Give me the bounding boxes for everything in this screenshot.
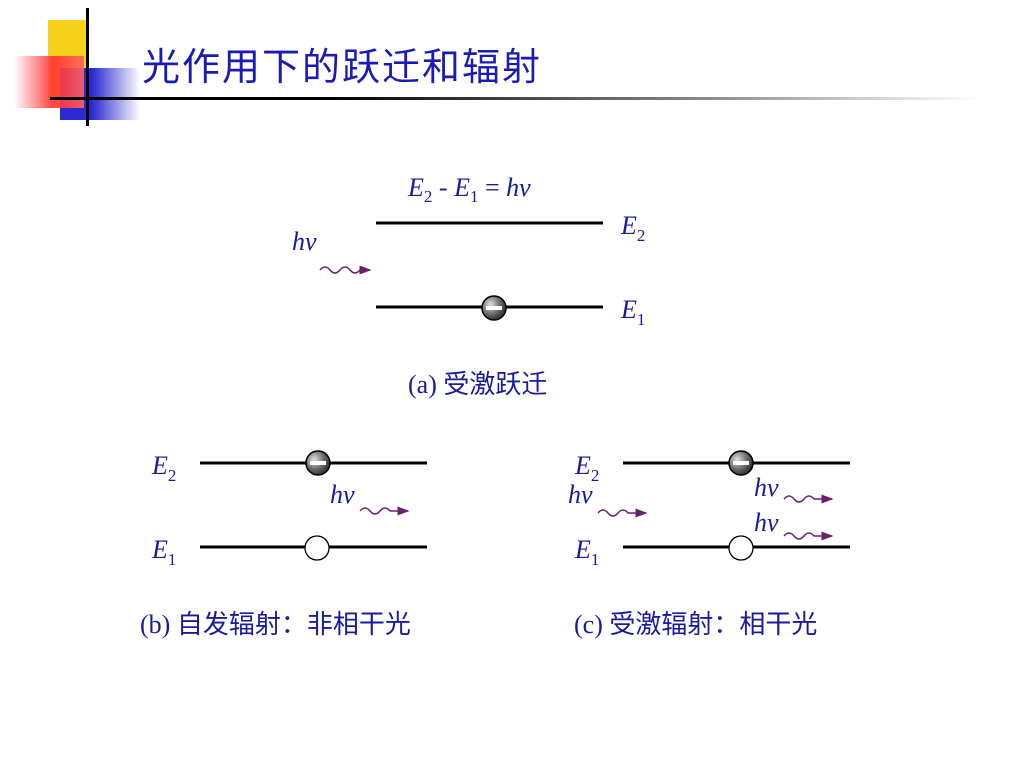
hole-icon — [304, 535, 330, 561]
photon-wave-arrow — [359, 506, 410, 516]
page-title: 光作用下的跃迁和辐射 — [142, 45, 543, 89]
caption-a: (a) 受激跃迁 — [408, 370, 548, 399]
photon-wave-arrow — [319, 265, 372, 275]
level-e1-label: E1 — [151, 535, 176, 569]
emitted-photon-label-1: hv — [754, 473, 779, 502]
caption-b: (b) 自发辐射：非相干光 — [140, 610, 411, 639]
diagram-b: E2 E1 hv — [151, 450, 427, 569]
title-underline — [50, 97, 980, 100]
electron-icon — [481, 295, 507, 321]
caption-c: (c) 受激辐射：相干光 — [574, 610, 818, 639]
emitted-photon-wave-arrow-2 — [783, 531, 834, 541]
photon-label: hv — [292, 227, 317, 256]
level-e1-label: E1 — [620, 295, 645, 329]
level-e1-label: E1 — [574, 535, 599, 569]
level-e2-label: E2 — [620, 211, 645, 245]
equation: E2 - E1 = hv — [407, 173, 531, 206]
electron-icon — [728, 450, 754, 476]
level-e2-label: E2 — [574, 451, 599, 485]
emitted-photon-wave-arrow-1 — [783, 494, 834, 504]
level-e2-label: E2 — [151, 451, 176, 485]
diagram-c: E2 E1 hv hv hv — [568, 450, 850, 569]
electron-icon — [305, 450, 331, 476]
hole-icon — [728, 535, 754, 561]
deco-vertical-line — [86, 8, 89, 126]
incoming-photon-wave-arrow — [597, 508, 648, 518]
emitted-photon-label-2: hv — [754, 508, 779, 537]
photon-label: hv — [330, 480, 355, 509]
incoming-photon-label: hv — [568, 480, 593, 509]
diagram-a: E2 - E1 = hv E2 E1 hv — [292, 173, 645, 329]
